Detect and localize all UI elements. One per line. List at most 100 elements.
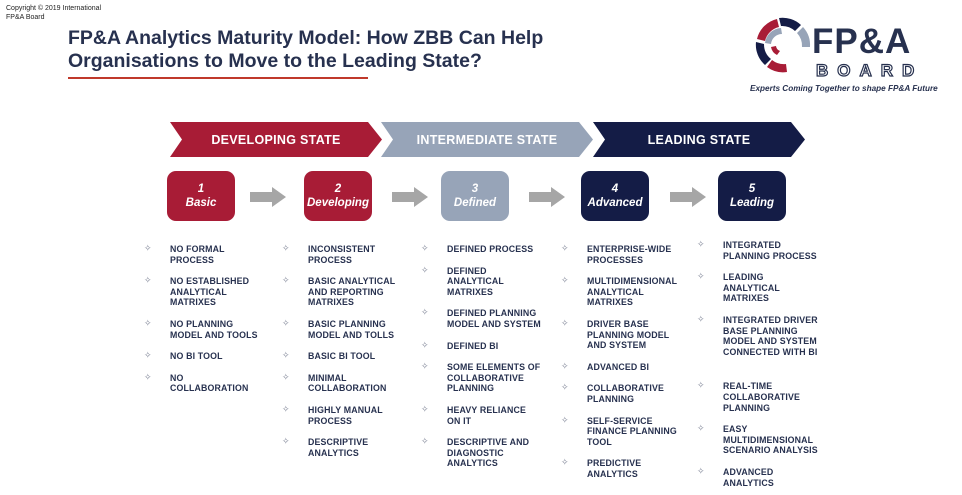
state-banner-developing: DEVELOPING STATE bbox=[170, 122, 382, 157]
sparkle-bullet-icon: ✧ bbox=[144, 243, 152, 253]
arrow-right-icon bbox=[529, 187, 565, 207]
stage-number: 2 bbox=[334, 183, 342, 195]
list-item: ✧BASIC ANALYTICAL AND REPORTING MATRIXES bbox=[282, 275, 396, 308]
list-item: ✧HEAVY RELIANCE ON IT bbox=[421, 403, 527, 426]
sparkle-bullet-icon: ✧ bbox=[144, 371, 152, 382]
sparkle-bullet-icon: ✧ bbox=[421, 436, 429, 447]
sparkle-bullet-icon: ✧ bbox=[282, 275, 290, 286]
stage-box-developing: 2 Developing bbox=[304, 171, 372, 221]
stage-list-defined: ✧DEFINED PROCESS ✧DEFINED ANALYTICAL MAT… bbox=[421, 243, 546, 469]
arrow-right-icon bbox=[250, 187, 286, 207]
state-banner-intermediate: INTERMEDIATE STATE bbox=[381, 122, 593, 157]
state-label: INTERMEDIATE STATE bbox=[416, 132, 558, 147]
list-item: ✧LEADING ANALYTICAL MATRIXES bbox=[697, 271, 780, 304]
list-item: ✧DESCRIPTIVE ANALYTICS bbox=[282, 436, 369, 458]
sparkle-bullet-icon: ✧ bbox=[421, 243, 429, 253]
sparkle-bullet-icon: ✧ bbox=[282, 350, 290, 361]
banner-chevron-shape bbox=[170, 122, 382, 157]
state-label: LEADING STATE bbox=[647, 132, 751, 147]
list-item: ✧DRIVER BASE PLANNING MODEL AND SYSTEM bbox=[561, 317, 670, 351]
list-item: ✧NO PLANNING MODEL AND TOOLS bbox=[144, 317, 258, 340]
list-item: ✧NO BI TOOL bbox=[144, 350, 223, 362]
sparkle-bullet-icon: ✧ bbox=[282, 243, 290, 253]
list-item: ✧DEFINED ANALYTICAL MATRIXES bbox=[421, 264, 504, 297]
sparkle-bullet-icon: ✧ bbox=[282, 403, 290, 414]
stage-number: 5 bbox=[748, 183, 756, 195]
stage-name: Advanced bbox=[587, 197, 643, 209]
sparkle-bullet-icon: ✧ bbox=[697, 239, 705, 249]
stage-list-advanced: ✧ENTERPRISE-WIDE PROCESSES ✧MULTIDIMENSI… bbox=[561, 243, 689, 480]
sparkle-bullet-icon: ✧ bbox=[561, 360, 569, 371]
list-item: ✧ADVANCED ANALYTICS bbox=[697, 465, 774, 488]
list-item: ✧INCONSISTENT PROCESS bbox=[282, 243, 376, 265]
sparkle-bullet-icon: ✧ bbox=[421, 403, 429, 414]
list-item: ✧DESCRIPTIVE AND DIAGNOSTIC ANALYTICS bbox=[421, 436, 530, 469]
sparkle-bullet-icon: ✧ bbox=[144, 275, 152, 286]
stage-number: 1 bbox=[197, 183, 205, 195]
stage-box-basic: 1 Basic bbox=[167, 171, 235, 221]
list-item: ✧EASY MULTIDIMENSIONAL SCENARIO ANALYSIS bbox=[697, 423, 818, 456]
list-item: ✧NO ESTABLISHED ANALYTICAL MATRIXES bbox=[144, 275, 250, 308]
sparkle-bullet-icon: ✧ bbox=[421, 264, 429, 275]
banner-chevron-shape bbox=[381, 122, 593, 157]
sparkle-bullet-icon: ✧ bbox=[697, 380, 705, 391]
list-item: ✧REAL-TIME COLLABORATIVE PLANNING bbox=[697, 380, 801, 413]
sparkle-bullet-icon: ✧ bbox=[561, 317, 569, 328]
list-item: ✧DEFINED PROCESS bbox=[421, 243, 534, 254]
stage-name: Developing bbox=[307, 197, 369, 209]
list-item: ✧SOME ELEMENTS OF COLLABORATIVE PLANNING bbox=[421, 361, 541, 394]
title-underline bbox=[68, 77, 368, 79]
list-item: ✧BASIC PLANNING MODEL AND TOLLS bbox=[282, 317, 395, 340]
list-item: ✧HIGHLY MANUAL PROCESS bbox=[282, 403, 383, 426]
logo-mark-icon bbox=[755, 17, 811, 73]
sparkle-bullet-icon: ✧ bbox=[421, 339, 429, 350]
list-item: ✧DEFINED PLANNING MODEL AND SYSTEM bbox=[421, 307, 541, 329]
sparkle-bullet-icon: ✧ bbox=[561, 382, 569, 393]
list-item: ✧MULTIDIMENSIONAL ANALYTICAL MATRIXES bbox=[561, 275, 678, 308]
sparkle-bullet-icon: ✧ bbox=[561, 414, 569, 425]
stage-number: 4 bbox=[611, 183, 619, 195]
stage-box-defined: 3 Defined bbox=[441, 171, 509, 221]
stage-name: Basic bbox=[185, 197, 217, 209]
sparkle-bullet-icon: ✧ bbox=[561, 457, 569, 468]
list-item: ✧ADVANCED BI bbox=[561, 360, 650, 372]
sparkle-bullet-icon: ✧ bbox=[697, 313, 705, 324]
list-item: ✧INTEGRATED PLANNING PROCESS bbox=[697, 239, 817, 261]
list-item: ✧NO FORMAL PROCESS bbox=[144, 243, 225, 265]
banner-chevron-shape bbox=[593, 122, 805, 157]
sparkle-bullet-icon: ✧ bbox=[561, 243, 569, 253]
copyright-notice: Copyright © 2019 International FP&A Boar… bbox=[6, 5, 102, 21]
sparkle-bullet-icon: ✧ bbox=[421, 307, 429, 318]
stage-name: Leading bbox=[729, 197, 775, 209]
page-title: FP&A Analytics Maturity Model: How ZBB C… bbox=[68, 27, 544, 72]
sparkle-bullet-icon: ✧ bbox=[144, 350, 152, 361]
logo-subtitle: BOARD bbox=[815, 61, 924, 80]
sparkle-bullet-icon: ✧ bbox=[282, 371, 290, 382]
arrow-right-icon bbox=[392, 187, 428, 207]
sparkle-bullet-icon: ✧ bbox=[421, 361, 429, 372]
sparkle-bullet-icon: ✧ bbox=[282, 436, 290, 447]
stage-box-leading: 5 Leading bbox=[718, 171, 786, 221]
list-item: ✧NO COLLABORATION bbox=[144, 371, 249, 394]
list-item: ✧PREDICTIVE ANALYTICS bbox=[561, 457, 642, 479]
arrow-right-icon bbox=[670, 187, 706, 207]
logo-tagline: Experts Coming Together to shape FP&A Fu… bbox=[750, 84, 938, 93]
list-item: ✧ENTERPRISE-WIDE PROCESSES bbox=[561, 243, 672, 265]
logo-wordmark: FP&A bbox=[812, 22, 912, 61]
state-label: DEVELOPING STATE bbox=[211, 132, 341, 147]
stage-list-leading: ✧INTEGRATED PLANNING PROCESS ✧LEADING AN… bbox=[697, 239, 827, 488]
list-item: ✧BASIC BI TOOL bbox=[282, 350, 376, 362]
list-item: ✧INTEGRATED DRIVER BASE PLANNING MODEL A… bbox=[697, 313, 818, 357]
sparkle-bullet-icon: ✧ bbox=[697, 423, 705, 434]
sparkle-bullet-icon: ✧ bbox=[144, 317, 152, 328]
stage-list-developing: ✧INCONSISTENT PROCESS ✧BASIC ANALYTICAL … bbox=[282, 243, 407, 458]
stage-box-advanced: 4 Advanced bbox=[581, 171, 649, 221]
list-item: ✧DEFINED BI bbox=[421, 339, 499, 351]
stage-name: Defined bbox=[453, 197, 497, 209]
sparkle-bullet-icon: ✧ bbox=[697, 271, 705, 282]
list-item: ✧COLLABORATIVE PLANNING bbox=[561, 382, 665, 404]
sparkle-bullet-icon: ✧ bbox=[282, 317, 290, 328]
stage-list-basic: ✧NO FORMAL PROCESS ✧NO ESTABLISHED ANALY… bbox=[144, 243, 264, 394]
sparkle-bullet-icon: ✧ bbox=[561, 275, 569, 286]
fpa-board-logo: FP&A BOARD Experts Coming Together to sh… bbox=[750, 12, 940, 98]
